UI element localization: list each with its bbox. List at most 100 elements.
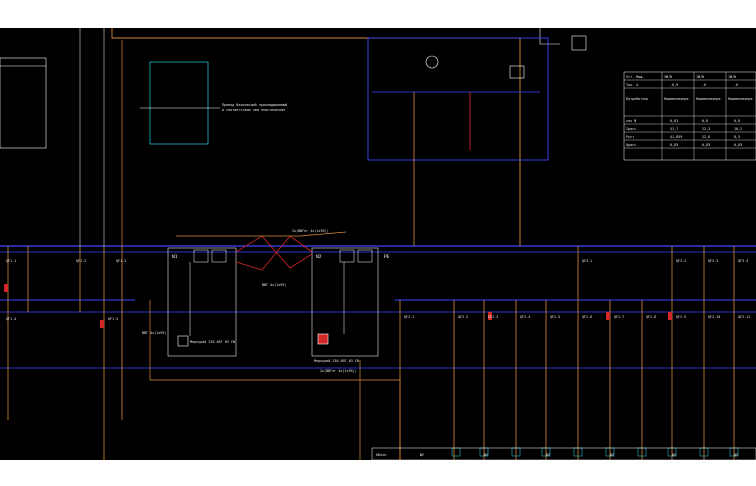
breaker-label: QF1.4 xyxy=(6,317,16,321)
table-h3: 1Ф/Н xyxy=(728,75,736,79)
panel-n1-meter xyxy=(177,335,189,347)
upper-box-module xyxy=(509,65,525,79)
breaker-label: QF2.8 xyxy=(646,315,656,319)
panel-n2-block-b xyxy=(357,249,373,263)
breaker-label: QF2.5 xyxy=(550,315,560,319)
panel-n1-meter-label: Меркурий 230 ART 03 CN xyxy=(190,340,235,344)
panel-n1-label: N1 xyxy=(172,254,178,260)
breaker-symbol xyxy=(488,312,492,320)
top-right-square xyxy=(571,35,587,51)
breaker-label: QF1.3 xyxy=(116,259,126,263)
breaker-label: QF3.3 xyxy=(708,259,718,263)
cable-label-d: ВВГ 4x(1x95) xyxy=(142,331,167,335)
panel-n2 xyxy=(311,247,379,357)
breaker-label: QF3.1 xyxy=(582,259,592,263)
footer-cell: Обозн. xyxy=(376,452,388,457)
meter-circle xyxy=(425,55,439,69)
table-r1c1: -0,9 xyxy=(670,83,678,87)
upper-cabinet-box xyxy=(149,61,209,145)
table-r6c1: 0,83 xyxy=(670,143,678,147)
breaker-label: QF2.6 xyxy=(582,315,592,319)
table-r5c1: 41,859 xyxy=(670,135,682,139)
footer-strip xyxy=(371,447,756,461)
panel-n2-meter xyxy=(317,333,329,345)
table-r2c1: Наименование xyxy=(664,97,689,101)
breaker-symbol xyxy=(606,312,610,320)
table-h1: 3Ф/Н xyxy=(664,75,672,79)
table-r2c2: Наименование xyxy=(696,97,721,101)
table-h0: Уст. Мощ. xyxy=(626,75,644,79)
terminal-row xyxy=(451,447,739,457)
top-margin xyxy=(0,0,756,28)
upper-main-box xyxy=(367,37,549,161)
panel-n2-label: N2 xyxy=(316,254,322,260)
panel-n1-block-a xyxy=(193,249,209,263)
terminal-block xyxy=(451,447,461,457)
panel-n1 xyxy=(167,247,237,357)
right-breaker-group: QF2.1 QF2.2 QF2.3 QF2.4 QF2.5 QF2.6 QF2.… xyxy=(399,246,750,460)
breaker-label: QF1.1 xyxy=(6,259,16,263)
table-r1c3: -0 xyxy=(734,83,738,87)
footer-cell: ЩУ xyxy=(546,453,550,457)
table-r6c3: 0,83 xyxy=(734,143,742,147)
table-r5c2: 22,8 xyxy=(702,135,710,139)
table-r6c0: Qрасч xyxy=(626,143,636,147)
top-feed-left xyxy=(111,28,521,246)
breaker-label: QF2.9 xyxy=(676,315,686,319)
footer-cell: ЩУ xyxy=(420,453,424,457)
footer-cell: ЩУ xyxy=(672,453,676,457)
table-r4c3: 10,2 xyxy=(734,127,742,131)
panel-pe-label: PE xyxy=(384,254,390,260)
breaker-label: QF2.11 xyxy=(738,315,750,319)
breaker-label: QF2.1 xyxy=(404,315,414,319)
footer-cell: ЩУ xyxy=(484,453,488,457)
top-feed-right xyxy=(539,28,560,45)
bottom-margin xyxy=(0,460,756,486)
cable-cross-1 xyxy=(235,235,313,269)
table-r5c0: Pуст xyxy=(626,135,634,139)
table-r3c1: 0,81 xyxy=(670,119,678,123)
table-r2c0: Потребитель xyxy=(626,96,648,101)
table-h2: 1Ф/Н xyxy=(696,75,704,79)
breaker-label: QF2.10 xyxy=(708,315,720,319)
table-r4c0: Iрасч xyxy=(626,127,636,131)
panel-n2-meter-label: Меркурий 230 ART 03 CN xyxy=(314,359,359,363)
breaker-symbol xyxy=(100,320,104,328)
provider-note-2: в соответствии чем пластические xyxy=(222,108,285,112)
table-r3c3: 0,8 xyxy=(734,119,740,123)
upper-left-panel xyxy=(0,57,47,149)
breaker-symbol xyxy=(668,312,672,320)
breaker-label: QF2.7 xyxy=(614,315,624,319)
table-r6c2: 0,83 xyxy=(702,143,710,147)
breaker-label: QF1.5 xyxy=(108,317,118,321)
breaker-label: QF3.2 xyxy=(676,259,686,263)
cable-cross-2 xyxy=(235,235,313,271)
footer-cell: ЩУ xyxy=(610,453,614,457)
breaker-label: QF2.4 xyxy=(520,315,530,319)
feed-to-bottom xyxy=(149,300,401,460)
table-r4c2: 22,3 xyxy=(702,127,710,131)
table-r3c2: 0,8 xyxy=(702,119,708,123)
table-r5c3: 8,5 xyxy=(734,135,740,139)
table-r4c1: 51,7 xyxy=(670,127,678,131)
cable-label-c: ВВГ 4x(1x95) xyxy=(262,283,287,287)
breaker-label: QF2.2 xyxy=(458,315,468,319)
table-r1c2: -0 xyxy=(702,83,706,87)
cable-label-a: 2x(ВВГнг 4x(1x95)) xyxy=(292,229,329,233)
cable-label-b: 2x(ВВГнг 4x(1x95)) xyxy=(320,369,357,373)
cable-orange-1 xyxy=(176,231,347,237)
panel-n2-block-a xyxy=(339,249,355,263)
breaker-label: QF1.2 xyxy=(76,259,86,263)
left-breaker-group: QF1.1 QF1.2 QF1.3 QF1.4 QF1.5 xyxy=(4,246,126,460)
breaker-label: QF3.4 xyxy=(738,259,748,263)
breaker-label: QF2.3 xyxy=(488,315,498,319)
table-r2c3: Наименование xyxy=(728,97,753,101)
provider-note-1: Провод безопасный прокладываемый xyxy=(222,102,287,107)
footer-cell: ЩУ xyxy=(734,453,738,457)
panel-n1-block-b xyxy=(211,249,227,263)
table-r1c0: Ток. А xyxy=(626,83,638,87)
table-r3c0: cos ф xyxy=(626,119,636,123)
breaker-symbol xyxy=(4,284,8,292)
